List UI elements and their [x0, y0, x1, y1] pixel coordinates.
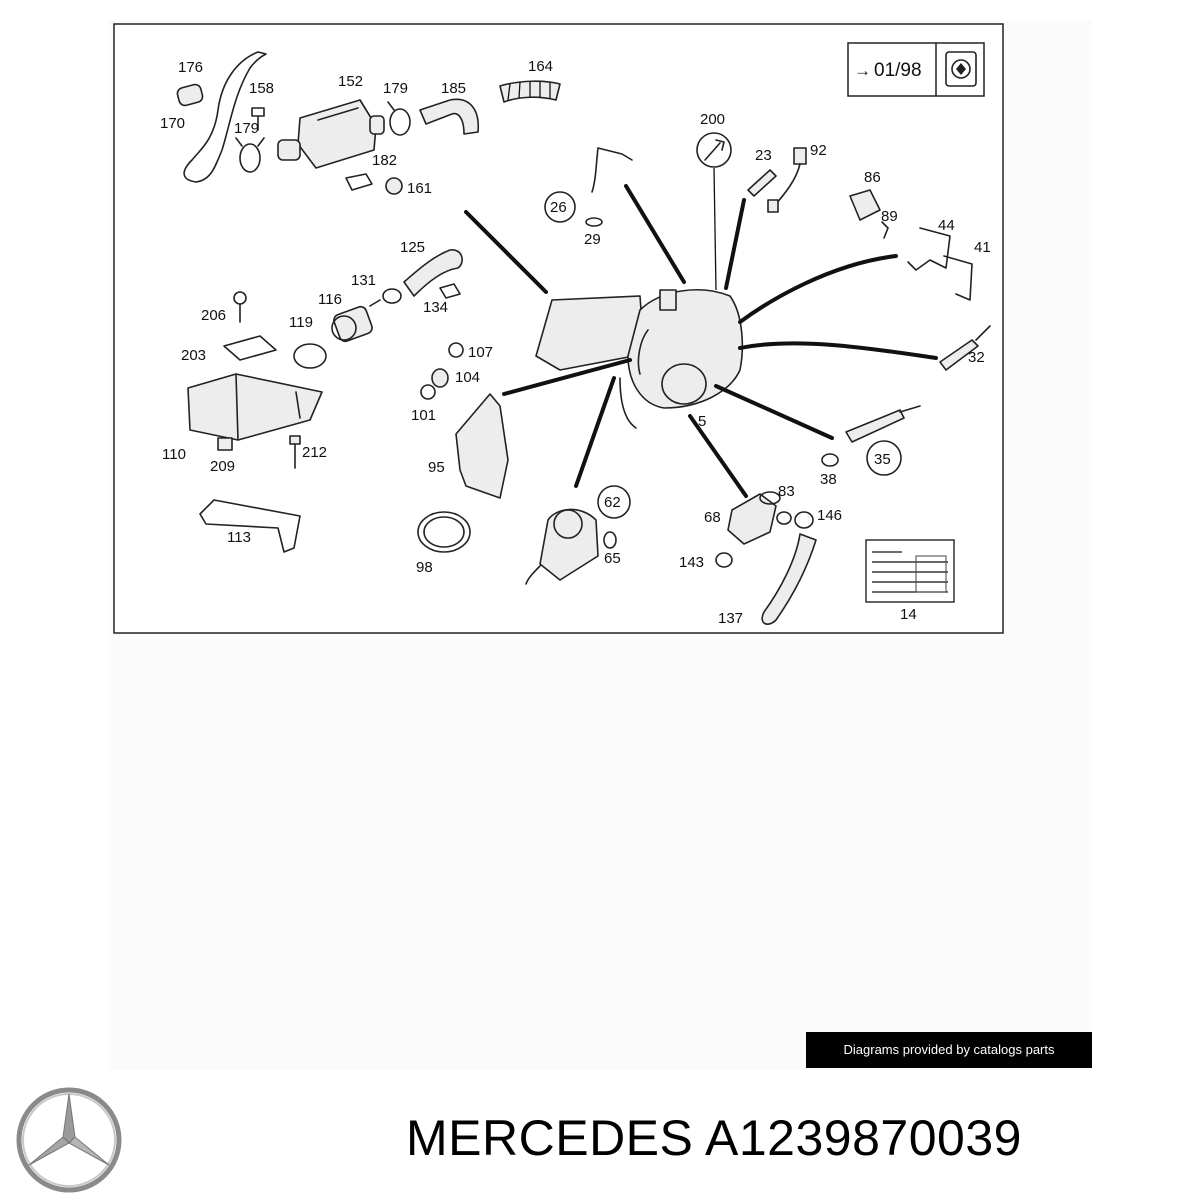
label-209: 209: [210, 458, 235, 475]
label-152: 152: [338, 73, 363, 90]
label-179b: 179: [234, 120, 259, 137]
hose-137: [761, 533, 817, 625]
label-98: 98: [416, 559, 433, 576]
label-161: 161: [407, 180, 432, 197]
nut-209: [217, 437, 233, 451]
label-143: 143: [679, 554, 704, 571]
label-158: 158: [249, 80, 274, 97]
label-200: 200: [700, 111, 725, 128]
part-number-title: MERCEDES A1239870039: [406, 1110, 1022, 1166]
reference-box: → 01/98: [847, 42, 985, 97]
label-35: 35: [874, 451, 891, 468]
label-62: 62: [604, 494, 621, 511]
hose-125: [403, 249, 463, 297]
label-32: 32: [968, 349, 985, 366]
label-107: 107: [468, 344, 493, 361]
heater-icon: [945, 51, 977, 87]
bracket-86: [849, 189, 889, 239]
label-29: 29: [584, 231, 601, 248]
label-86: 86: [864, 169, 881, 186]
label-95: 95: [428, 459, 445, 476]
label-26: 26: [550, 199, 567, 216]
heater-unit-5: [535, 289, 744, 429]
label-176: 176: [178, 59, 203, 76]
label-101: 101: [411, 407, 436, 424]
hose-185: [419, 98, 479, 135]
label-182: 182: [372, 152, 397, 169]
screw-23: [747, 169, 777, 197]
label-185: 185: [441, 80, 466, 97]
sensor-26: [544, 147, 633, 227]
pump-116: [331, 299, 381, 343]
wrench-icon: [696, 132, 732, 168]
label-41: 41: [974, 239, 991, 256]
label-206: 206: [201, 307, 226, 324]
label-92: 92: [810, 142, 827, 159]
label-14: 14: [900, 606, 917, 623]
flex-pipe-164: [499, 80, 561, 103]
label-131: 131: [351, 272, 376, 289]
label-119: 119: [289, 314, 313, 331]
valve-68: [715, 491, 814, 568]
label-212: 212: [302, 444, 327, 461]
label-89: 89: [881, 208, 898, 225]
label-146: 146: [817, 507, 842, 524]
callout-labels: 176 158 152 179 185 164 170 179 182 161 …: [160, 58, 991, 627]
svg-text:→: →: [854, 61, 871, 80]
fuel-pump-62: [525, 485, 631, 585]
bracket-44: [907, 227, 973, 301]
clamp-119: [293, 343, 327, 369]
label-38: 38: [820, 471, 837, 488]
label-179a: 179: [383, 80, 408, 97]
label-125: 125: [400, 239, 425, 256]
label-44: 44: [938, 217, 955, 234]
bolt-206: [233, 291, 247, 323]
label-137: 137: [718, 610, 743, 627]
clamp-179-right: [387, 101, 411, 136]
label-134: 134: [423, 299, 448, 316]
label-116: 116: [318, 291, 342, 308]
label-104: 104: [455, 369, 480, 386]
sensor-35: [821, 405, 921, 476]
bolt-158: [251, 107, 265, 131]
diagram-credit-caption: Diagrams provided by catalogs parts: [806, 1032, 1092, 1068]
label-23: 23: [755, 147, 772, 164]
label-5: 5: [698, 413, 706, 430]
bracket-203: [223, 335, 277, 361]
bracket-113: [199, 499, 301, 553]
stud-212: [289, 435, 301, 469]
leader-lines: [464, 167, 938, 498]
label-65: 65: [604, 550, 621, 567]
muffler-152: [277, 99, 385, 169]
sensor-92: [767, 147, 807, 213]
hose-170: [176, 51, 267, 183]
label-68: 68: [704, 509, 721, 526]
sensor-32: [939, 325, 991, 371]
reference-date: 01/98: [874, 60, 922, 81]
bracket-182: [345, 173, 403, 195]
clamp-98: [417, 511, 471, 553]
clamp-179-left: [235, 137, 265, 173]
label-110: 110: [162, 446, 186, 463]
mounts-101-107: [420, 342, 464, 400]
heat-shield-110: [187, 373, 323, 441]
bracket-95: [455, 393, 509, 499]
label-113: 113: [227, 529, 251, 546]
label-164: 164: [528, 58, 553, 75]
label-83: 83: [778, 483, 795, 500]
clamp-131: [382, 283, 461, 304]
label-203: 203: [181, 347, 206, 364]
label-170: 170: [160, 115, 185, 132]
manufacturer-plate-14: [865, 539, 955, 603]
mercedes-star-logo: [14, 1085, 124, 1200]
